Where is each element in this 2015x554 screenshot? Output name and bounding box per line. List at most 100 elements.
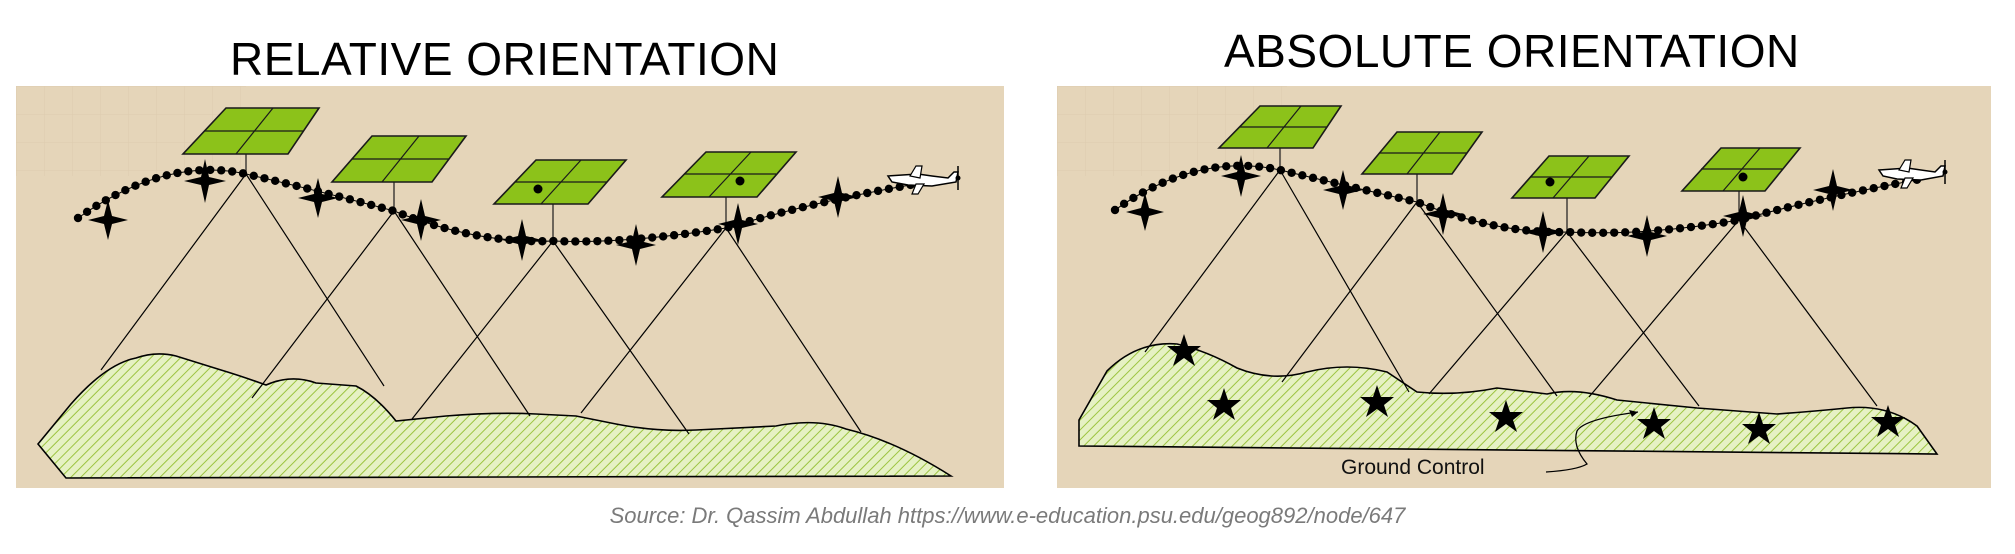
- flight-path-dot: [1772, 205, 1782, 215]
- flight-path-dot: [281, 179, 291, 188]
- airplane-icon: [886, 165, 961, 195]
- flight-path-dot: [1599, 228, 1608, 237]
- flight-path-dot: [388, 206, 397, 215]
- flight-path-dot: [1255, 162, 1264, 171]
- flight-path-dot: [1138, 188, 1148, 197]
- flight-path-dot: [1511, 224, 1520, 234]
- flight-path-dot: [669, 231, 679, 240]
- flight-path-dot: [1815, 195, 1825, 204]
- flight-path-dot: [615, 235, 624, 245]
- flight-path-dot: [777, 208, 786, 217]
- flight-path-dot: [1383, 191, 1393, 200]
- flight-path-dot: [345, 195, 355, 204]
- flight-path-dot: [713, 225, 722, 234]
- flight-path-dot: [1119, 199, 1129, 209]
- flight-path-dot: [873, 186, 883, 196]
- flight-path-dot: [483, 232, 492, 242]
- terrain: [1078, 342, 1939, 455]
- flight-path-dot: [1653, 226, 1663, 235]
- flight-path-dot: [1457, 213, 1466, 222]
- flight-path-dot: [377, 203, 387, 212]
- flight-path-dot: [1330, 178, 1339, 188]
- flight-path-dot: [1762, 208, 1771, 217]
- flight-path-dot: [461, 229, 471, 238]
- flight-path-dot: [1158, 178, 1167, 187]
- flight-path-dot: [1148, 183, 1157, 192]
- ground-control-label: Ground Control: [1341, 456, 1485, 479]
- flight-path-dot: [1805, 198, 1814, 207]
- flight-path-dot: [398, 210, 407, 219]
- flight-path-dot: [260, 174, 269, 183]
- flight-path-dot: [538, 237, 547, 246]
- absolute-orientation-title: ABSOLUTE ORIENTATION: [1224, 25, 1800, 77]
- flight-path-dot: [1489, 221, 1498, 230]
- flight-path-dot: [141, 177, 150, 186]
- flight-path-dot: [1869, 183, 1878, 193]
- flight-path-dot: [571, 237, 580, 246]
- terrain: [36, 353, 954, 479]
- photo-frame-icon: [181, 107, 798, 205]
- relative-orientation-title: RELATIVE ORIENTATION: [230, 33, 780, 85]
- flight-path-dot: [691, 228, 701, 237]
- exposure-star-icon: [88, 159, 858, 266]
- flight-path-dot: [863, 188, 872, 198]
- flight-path-dot: [1426, 202, 1435, 212]
- flight-path-dot: [151, 174, 161, 183]
- flight-path-dot: [549, 236, 558, 246]
- flight-path-dot: [1110, 205, 1120, 215]
- flight-path-dot: [658, 232, 668, 241]
- flight-path-dot: [238, 169, 248, 178]
- flight-path-dot: [1500, 223, 1509, 232]
- ground-control-star-icon: [1167, 334, 1905, 444]
- flight-path-dot: [766, 211, 776, 220]
- flight-path-dot: [1577, 228, 1586, 237]
- flight-path-dot: [560, 237, 569, 246]
- flight-path-dot: [1276, 166, 1286, 175]
- flight-path-dot: [593, 236, 602, 246]
- flight-path-dot: [756, 213, 765, 223]
- flight-path-dot: [648, 233, 657, 242]
- flight-path-dot: [1588, 228, 1597, 237]
- flight-path-dot: [1620, 228, 1630, 237]
- flight-path-dot: [162, 171, 171, 180]
- flight-path-dot: [1168, 174, 1178, 183]
- relative-orientation-diagram: [16, 86, 1004, 488]
- flight-path-dot: [884, 184, 894, 194]
- flight-path-dot: [440, 223, 449, 233]
- flight-path-dot: [173, 168, 182, 178]
- flight-path-dot: [1891, 179, 1900, 189]
- flight-path-dot: [92, 201, 101, 211]
- flight-path-dot: [429, 220, 439, 230]
- flight-path-dot: [1265, 163, 1275, 173]
- flight-path-dot: [184, 167, 193, 176]
- flight-path-dot: [1858, 186, 1868, 195]
- flight-path-dot: [206, 165, 215, 175]
- flight-path-dot: [1179, 170, 1188, 180]
- flight-path-dot: [1478, 218, 1488, 228]
- flight-path-dot: [1298, 171, 1307, 180]
- flight-path-dot: [356, 197, 365, 207]
- ground-control-leader: [1545, 411, 1639, 473]
- flight-path-dot: [111, 190, 120, 200]
- flight-path-dot: [195, 166, 204, 175]
- flight-path-dot: [270, 176, 280, 186]
- flight-path-dot: [335, 192, 344, 201]
- flight-path-dot: [680, 229, 690, 239]
- flight-path-dot: [1566, 227, 1575, 237]
- flight-path-dot: [1675, 224, 1685, 233]
- flight-path-dot: [1697, 221, 1707, 230]
- flight-path-dot: [852, 190, 861, 200]
- flight-path-dot: [303, 184, 312, 193]
- flight-path-dot: [472, 231, 481, 240]
- exposure-star-icon: [1126, 155, 1853, 257]
- flight-path-dot: [1468, 216, 1477, 225]
- flight-path-dot: [820, 197, 829, 207]
- flight-path-dot: [366, 200, 376, 210]
- flight-path-dot: [798, 203, 808, 212]
- flight-path-dot: [1708, 219, 1717, 229]
- flight-path-dot: [895, 182, 904, 192]
- flight-path-dot: [494, 234, 503, 243]
- flight-path-dot: [131, 181, 140, 190]
- flight-path-dot: [121, 185, 130, 195]
- flight-path-dot: [604, 236, 613, 245]
